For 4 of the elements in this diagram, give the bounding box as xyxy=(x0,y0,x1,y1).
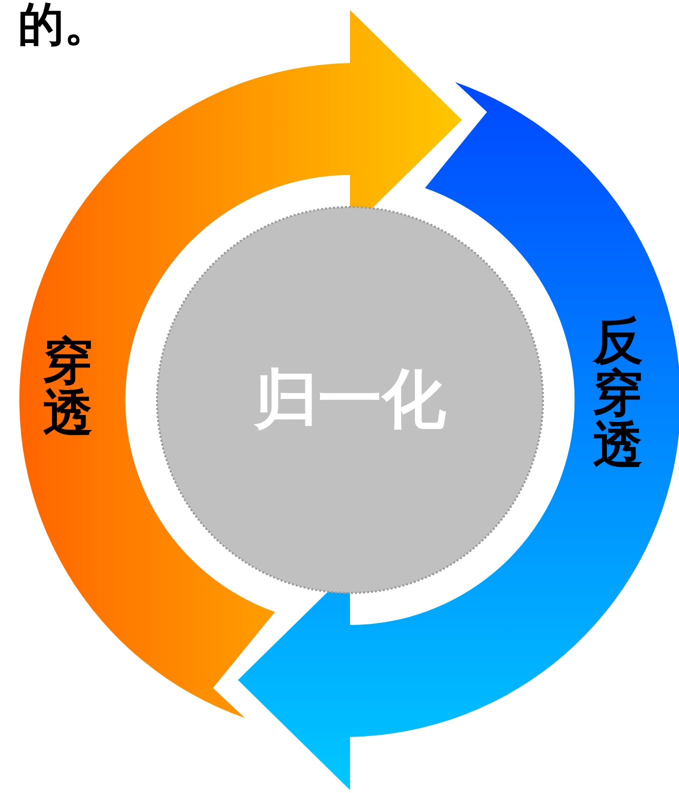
segment-label: 穿透 xyxy=(42,335,94,439)
segment-label: 反穿透 xyxy=(592,315,644,471)
circle-label: 归一化 xyxy=(254,365,446,435)
text-fragment: 的。 xyxy=(18,0,110,50)
